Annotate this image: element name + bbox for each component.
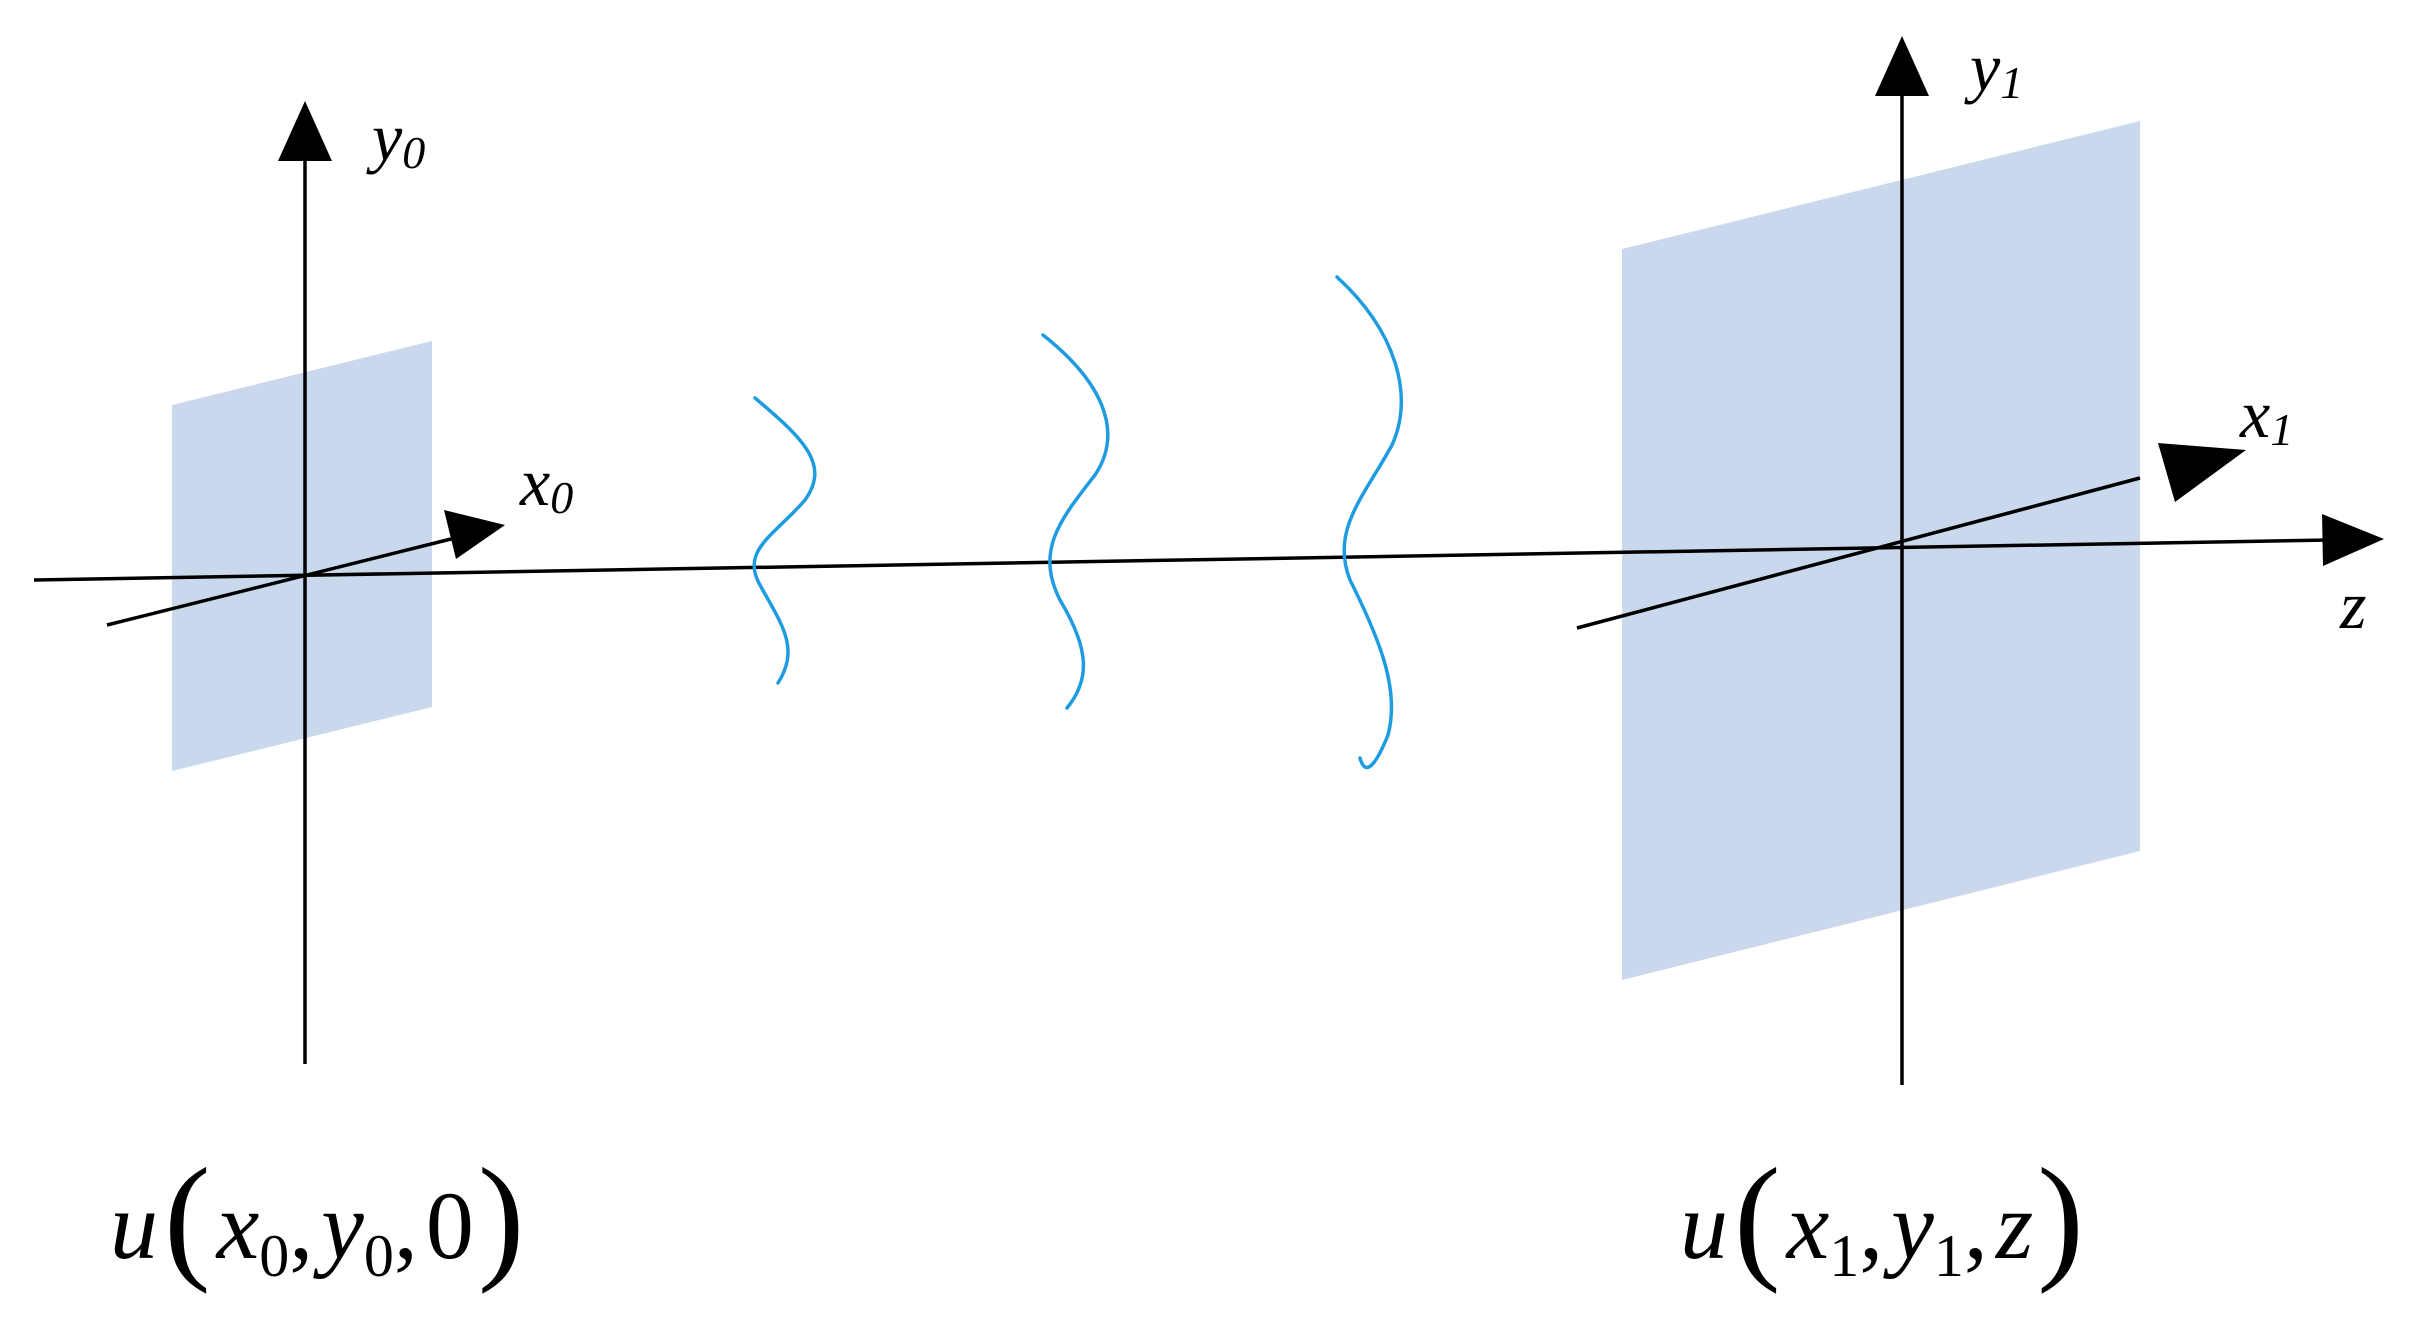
x1-label: x1	[2239, 376, 2293, 455]
input-plane	[172, 341, 432, 771]
x0-label: x0	[519, 444, 573, 523]
x0-axis	[106, 536, 456, 627]
x0-axis-arrowhead	[444, 510, 505, 559]
y1-label: y1	[1964, 29, 2023, 108]
input-field-formula: u(x0,y0,0)	[110, 1140, 524, 1295]
z-axis-arrowhead	[2322, 514, 2384, 566]
wavefront-2	[1041, 333, 1110, 710]
output-plane	[1622, 121, 2140, 980]
output-field-formula: u(x1,y1,z)	[1680, 1140, 2084, 1295]
wavefront-3	[1335, 275, 1404, 770]
x1-axis-arrowhead	[2158, 443, 2246, 502]
z-label: z	[2339, 567, 2366, 643]
wavefront-1	[752, 396, 817, 685]
z-axis	[33, 538, 2331, 582]
x1-axis	[1576, 476, 2141, 630]
y0-label: y0	[366, 99, 425, 178]
y1-axis-arrowhead	[1875, 36, 1929, 96]
y0-axis-arrowhead	[278, 101, 332, 161]
